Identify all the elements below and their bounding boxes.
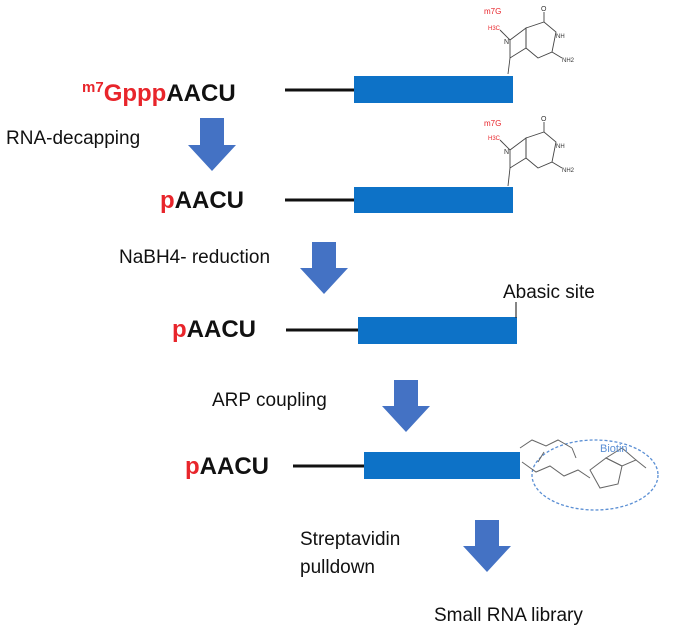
step-streptavidin-label-line2: pulldown (300, 557, 375, 578)
row1-cap-prefix: m7Gppp (82, 79, 167, 107)
step-streptavidin-label-line1: Streptavidin (300, 529, 401, 550)
arrow-reduction (300, 242, 348, 294)
row2-rna-bar (354, 187, 513, 213)
step-rna-decapping-label: RNA-decapping (6, 128, 141, 149)
biotin-structure (519, 439, 647, 489)
row1-rna-bar (354, 76, 513, 103)
row3-seq: AACU (186, 316, 256, 343)
m7g-label-row1: m7G (484, 7, 501, 16)
row3-rna-bar (358, 317, 517, 344)
m7g-label-row2: m7G (484, 119, 501, 128)
row2-prefix: p (160, 187, 175, 214)
row4-seq: AACU (199, 453, 269, 480)
row1-seq: AACU (166, 80, 236, 107)
nh2-label-row1: NH2 (562, 58, 575, 64)
row1-sequence: m7GpppAACU (82, 80, 236, 106)
biotin-label: Biotin (600, 443, 628, 455)
row4-sequence: pAACU (185, 455, 269, 479)
arrow-arp-coupling (382, 380, 430, 432)
arrow-decapping (188, 118, 236, 171)
small-rna-library-label: Small RNA library (434, 605, 583, 626)
abasic-site-label: Abasic site (503, 282, 595, 303)
h3c-label-row1: H3C (488, 26, 501, 32)
nh2-label-row2: NH2 (562, 168, 575, 174)
n-label-row2: N (504, 149, 509, 156)
arrow-pulldown (463, 520, 511, 572)
row3-prefix: p (172, 316, 187, 343)
n-label-row1: N (504, 39, 509, 46)
step-arp-coupling-label: ARP coupling (212, 390, 327, 411)
h3c-label-row2: H3C (488, 136, 501, 142)
row2-sequence: pAACU (160, 189, 244, 213)
m7g-structure-row2 (499, 122, 563, 187)
o-label-row2: O (541, 116, 547, 123)
row4-prefix: p (185, 453, 200, 480)
step-nabh4-reduction-label: NaBH4- reduction (119, 247, 271, 268)
nh-label-row2: NH (556, 144, 565, 150)
biotin-dashed-outline (531, 439, 659, 511)
nh-label-row1: NH (556, 34, 565, 40)
o-label-row1: O (541, 6, 547, 13)
row2-seq: AACU (174, 187, 244, 214)
row3-sequence: pAACU (172, 318, 256, 342)
row4-rna-bar (364, 452, 520, 479)
m7g-structure-row1 (499, 12, 563, 75)
